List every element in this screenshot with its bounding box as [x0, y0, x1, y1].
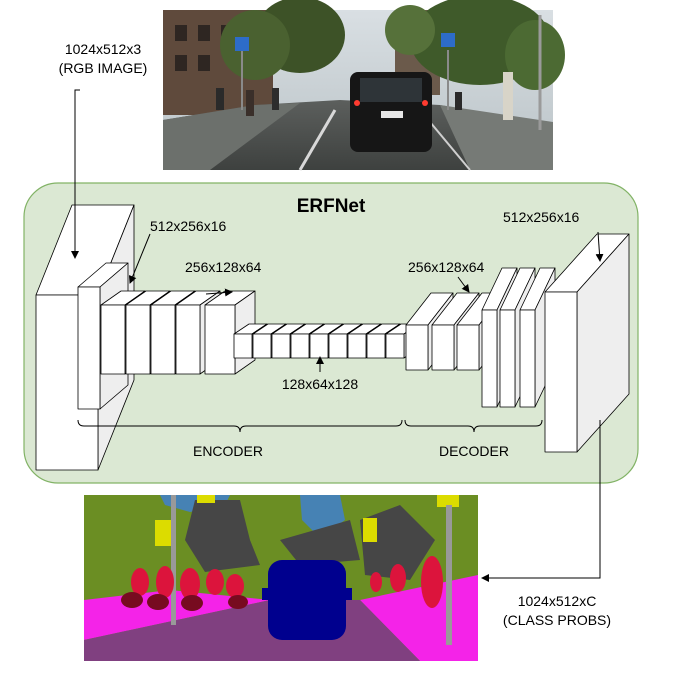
- encoder-brace: [77, 419, 403, 433]
- input-arrow: [71, 89, 80, 259]
- bottleneck-label: 128x64x128: [282, 376, 359, 392]
- output-volume: [544, 233, 630, 453]
- enc-first-pointer: [128, 233, 151, 284]
- enc-second-pointer: [205, 288, 233, 297]
- enc-first-label: 512x256x16: [150, 218, 227, 234]
- output-arrow: [481, 420, 601, 582]
- enc-second-label: 256x128x64: [185, 259, 262, 275]
- network-layers: [35, 204, 630, 471]
- dec-first-label: 256x128x64: [408, 259, 485, 275]
- diagram-title: ERFNet: [297, 196, 366, 217]
- decoder-brace: [404, 419, 543, 433]
- decoder-label: DECODER: [439, 443, 509, 459]
- input-dims-label: 1024x512x3: [65, 41, 142, 57]
- input-desc-label: (RGB IMAGE): [59, 60, 148, 76]
- input-rgb-image: [163, 0, 565, 171]
- output-segmentation-map: [84, 495, 478, 661]
- dec-second-pointer: [595, 231, 604, 262]
- output-desc-label: (CLASS PROBS): [503, 612, 611, 628]
- encoder-label: ENCODER: [193, 443, 263, 459]
- dec-second-label: 512x256x16: [503, 209, 580, 225]
- dec-first-pointer: [457, 276, 470, 293]
- output-dims-label: 1024x512xC: [518, 593, 597, 609]
